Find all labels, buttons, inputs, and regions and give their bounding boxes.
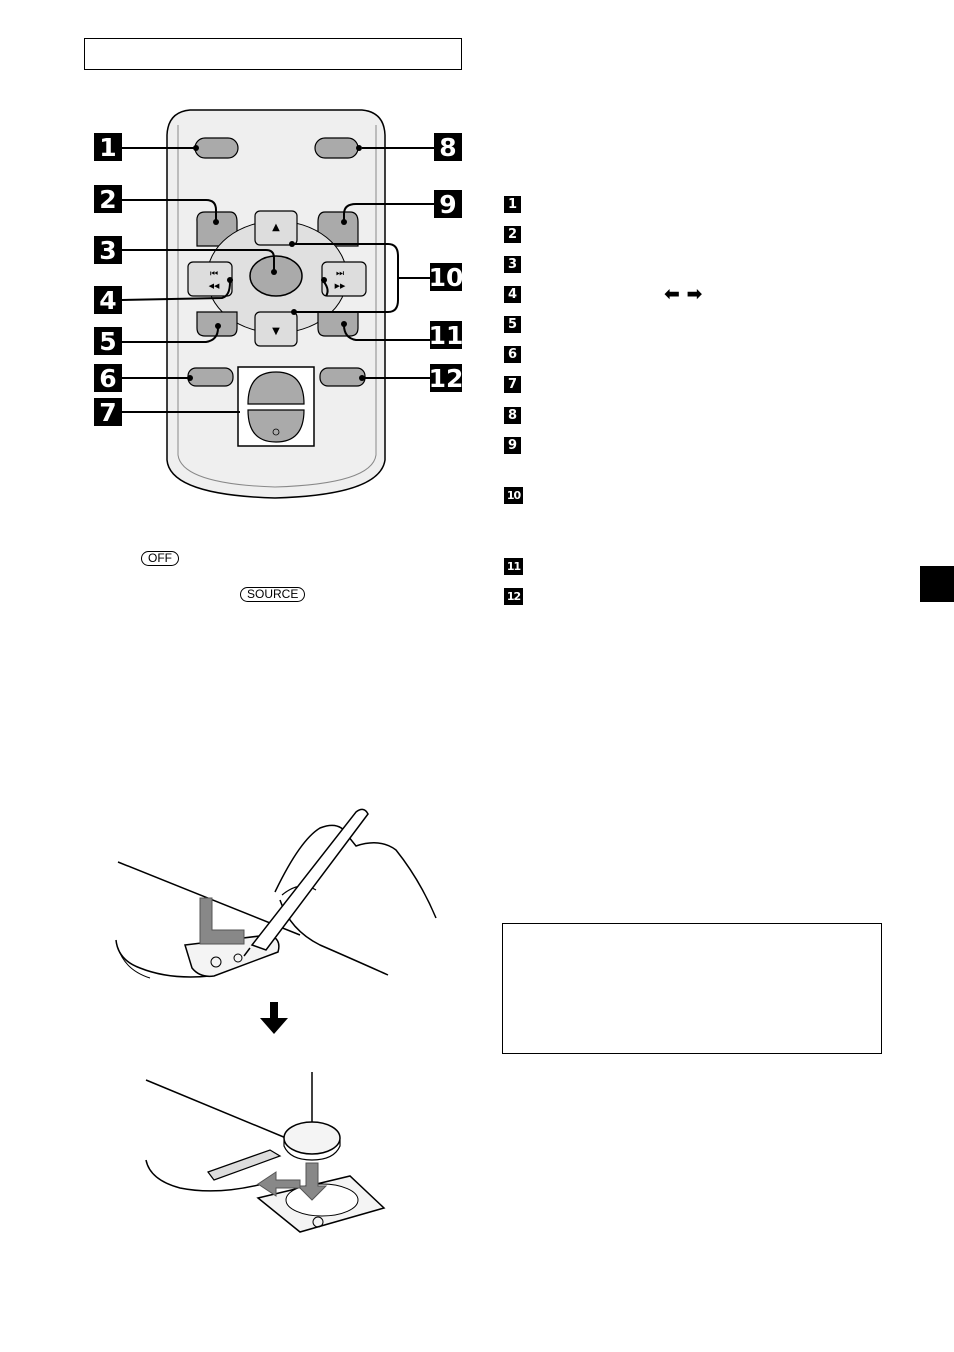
callout-6: 6: [94, 364, 122, 392]
list-number-10: 10: [504, 487, 523, 504]
remote-button-1: [194, 137, 239, 159]
up-arrow-glyph: ▲: [272, 222, 280, 233]
remote-button-11: [317, 311, 359, 337]
list-number-2: 2: [504, 226, 521, 243]
note-box: [502, 923, 882, 1054]
list-number-3: 3: [504, 256, 521, 273]
battery-insert-illustration: [145, 1072, 386, 1233]
callout-3: 3: [94, 236, 122, 264]
callout-8: 8: [434, 133, 462, 161]
remote-button-left: [187, 261, 233, 297]
rewind-glyph: ◀◀: [209, 282, 220, 290]
list-number-12: 12: [504, 588, 523, 605]
callout-7: 7: [94, 398, 122, 426]
list-number-11: 11: [504, 558, 523, 575]
remote-button-up: [254, 210, 298, 246]
callout-9: 9: [434, 190, 462, 218]
down-arrow-glyph: ▼: [272, 326, 280, 337]
remote-button-down: [254, 311, 298, 347]
remote-button-12: [319, 367, 366, 387]
callout-11: 11: [428, 320, 464, 350]
arrow-down-icon: [260, 1002, 288, 1034]
list-number-8: 8: [504, 407, 521, 424]
remote-button-6: [187, 367, 234, 387]
item4-arrows: ⬅ ➡: [664, 283, 703, 305]
callout-1: 1: [94, 133, 122, 161]
callout-4: 4: [94, 286, 122, 314]
remote-button-vol-up: [247, 371, 305, 405]
callout-12: 12: [428, 363, 464, 393]
fast-forward-glyph: ▶▶: [335, 282, 346, 290]
remote-control-illustration: ▲ ▼ ⏮ ◀◀ ⏭ ▶▶: [121, 109, 434, 499]
list-number-9: 9: [504, 437, 521, 454]
source-button-reference: SOURCE: [240, 587, 306, 602]
list-number-7: 7: [504, 376, 521, 393]
next-glyph: ⏭: [336, 269, 344, 279]
list-number-1: 1: [504, 196, 521, 213]
battery-tray-release-illustration: [115, 808, 437, 979]
coin-battery: [283, 1121, 341, 1155]
section-side-tab: [920, 566, 954, 602]
callout-10: 10: [428, 262, 464, 292]
callout-5: 5: [94, 327, 122, 355]
off-button-reference: OFF: [141, 551, 179, 566]
remote-button-center: [249, 255, 303, 297]
list-number-6: 6: [504, 346, 521, 363]
section-title-box: [84, 38, 462, 70]
prev-glyph: ⏮: [210, 269, 218, 279]
remote-button-8: [314, 137, 359, 159]
remote-button-9: [317, 211, 359, 247]
list-number-4: 4: [504, 286, 521, 303]
callout-2: 2: [94, 185, 122, 213]
remote-button-vol-down: [247, 409, 305, 443]
list-number-5: 5: [504, 316, 521, 333]
